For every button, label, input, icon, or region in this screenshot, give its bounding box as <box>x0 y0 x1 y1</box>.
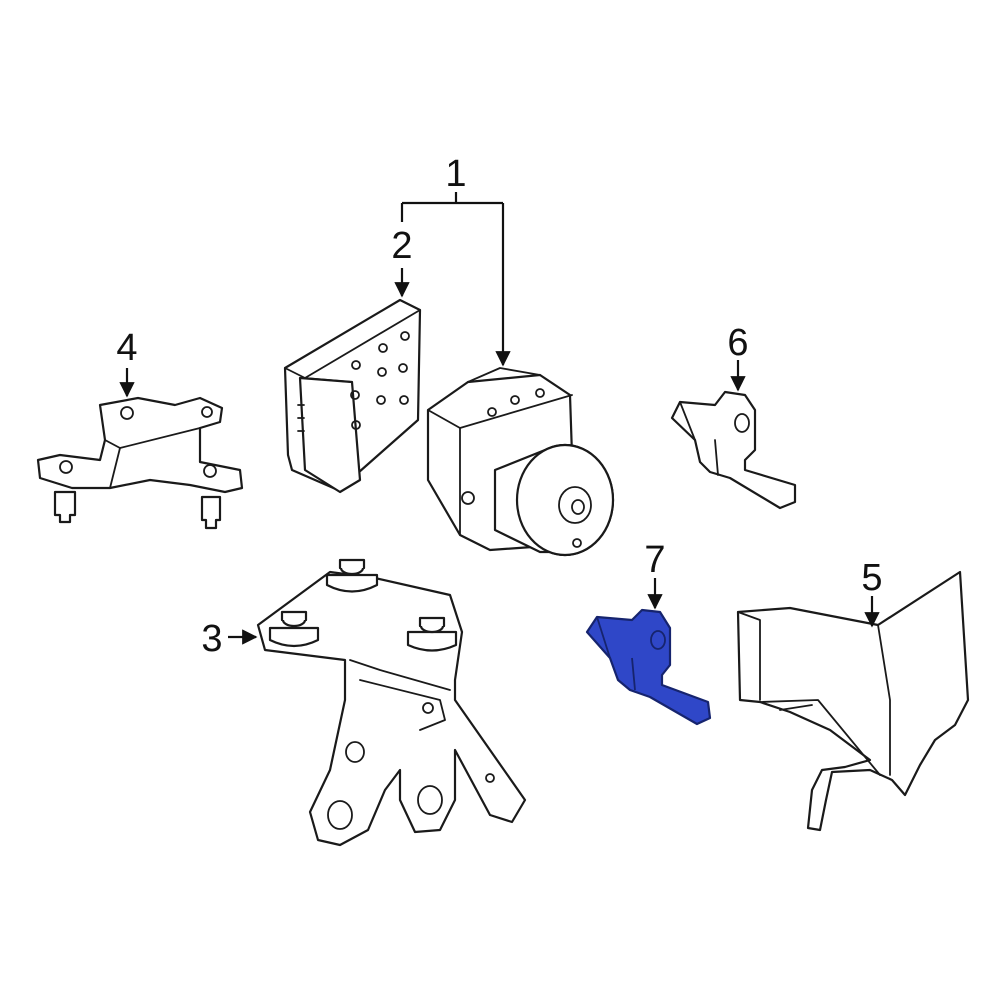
part-4-module-bracket[interactable] <box>36 396 244 530</box>
callout-4: 4 <box>116 327 137 369</box>
callout-5: 5 <box>861 557 882 599</box>
part-3-unit-bracket[interactable] <box>256 558 527 847</box>
callout-1: 1 <box>445 153 466 195</box>
part-5-shield[interactable] <box>736 570 970 832</box>
leader-lines <box>119 192 880 645</box>
part-6-sensor[interactable] <box>670 390 797 510</box>
part-2-control-module[interactable] <box>283 298 422 494</box>
callout-2: 2 <box>391 225 412 267</box>
callout-7: 7 <box>644 539 665 581</box>
part-1-hydraulic-unit[interactable] <box>426 367 615 557</box>
part-7-sensor-highlighted[interactable] <box>585 608 712 726</box>
callout-6: 6 <box>727 322 748 364</box>
callout-3: 3 <box>201 618 222 660</box>
